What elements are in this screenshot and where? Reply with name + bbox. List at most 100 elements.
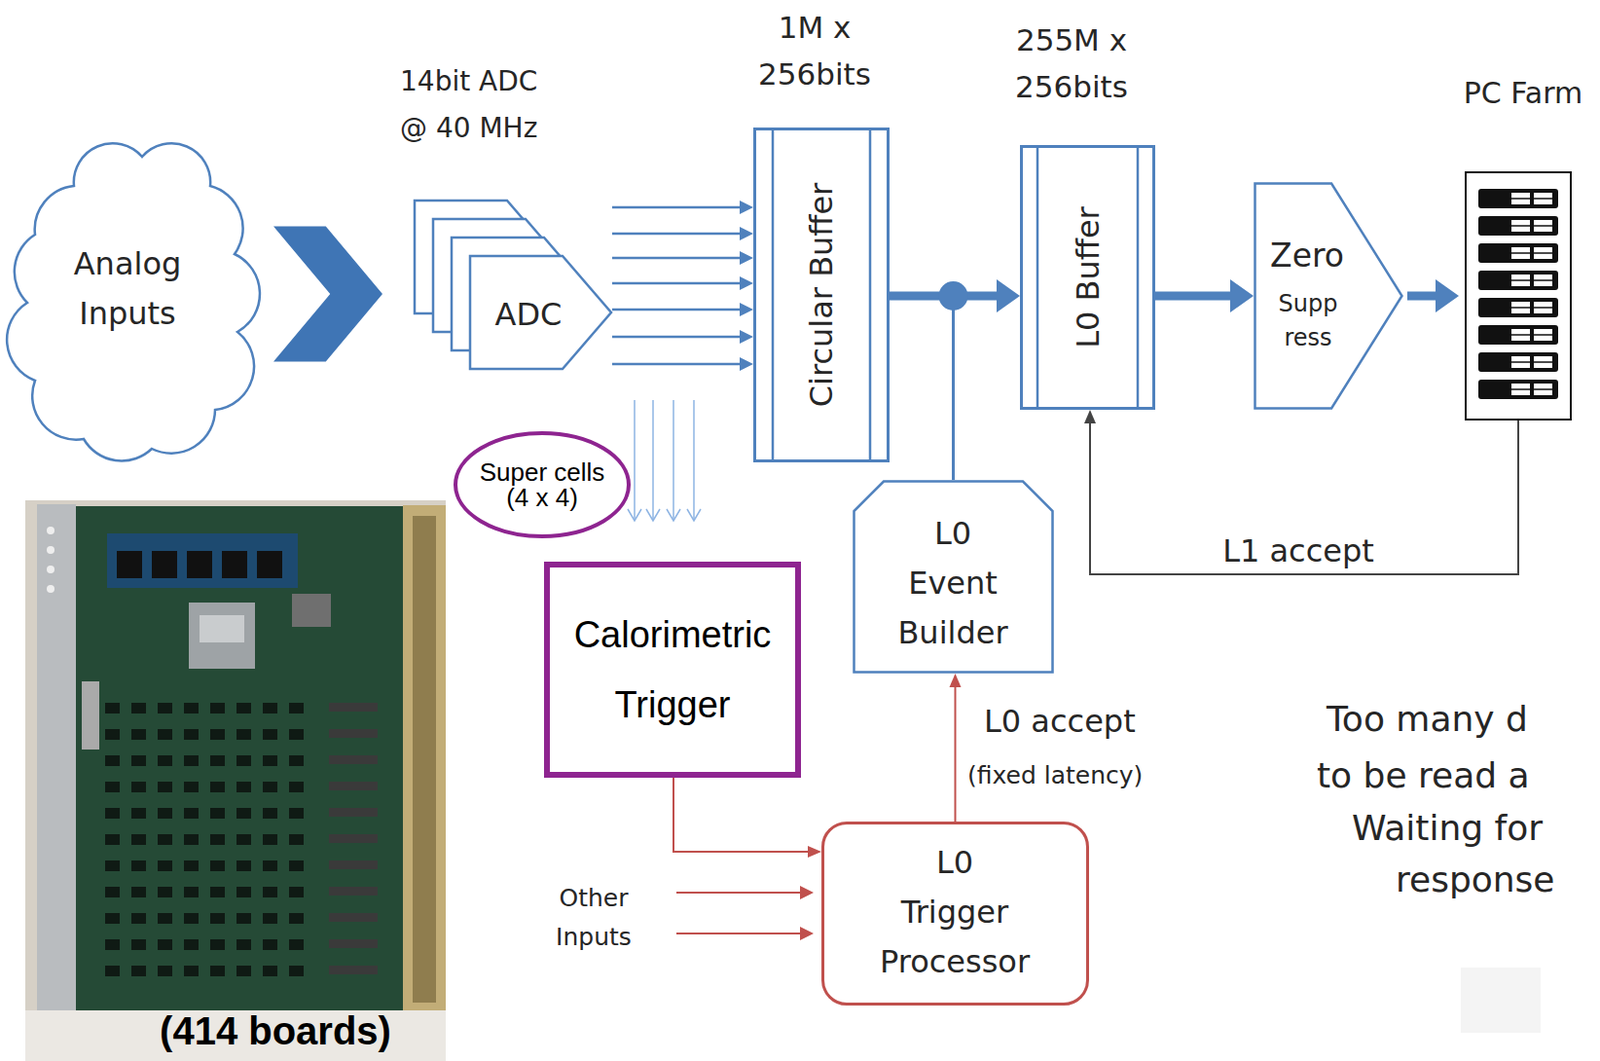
smd-chip [157,755,173,766]
smd-part [328,807,378,817]
smd-chip [289,939,304,950]
server-icon [1478,379,1559,400]
buffer-divider [771,129,775,462]
node-label: L0 Trigger Processor [879,837,1030,988]
fpga-chip [188,602,255,669]
node-label: Super cells (4 x 4) [473,459,611,510]
connector-line [1155,291,1237,301]
bay-line [1511,388,1530,391]
smd-chip [262,728,278,740]
smd-chip [183,912,199,924]
arrow-head [627,509,642,521]
smd-chip [131,834,146,845]
chip-label [199,615,245,643]
annotation-label: Too many d [1326,697,1528,740]
smd-chip [183,886,199,898]
smd-chip [131,912,146,924]
smd-chip [262,860,278,872]
arrow-head [1084,409,1096,424]
smd-chip [131,755,146,766]
smd-chip [105,807,120,819]
node-label: Supp ress [1278,287,1339,356]
thin-arrow [652,400,655,520]
smd-chip [183,781,199,793]
smd-chip [210,781,225,793]
connector-line [612,256,744,260]
smd-chip [210,807,225,819]
arrow-head [1435,279,1459,313]
smd-chip [236,728,252,740]
connector-arrow [889,279,1020,313]
connector-arrow [273,226,383,363]
smd-chip [236,781,252,793]
arrow-head [687,509,701,521]
smd-chip [236,834,252,845]
smd-chip [289,886,304,898]
buffer-outline [755,129,889,462]
buffer-divider [869,129,873,462]
smd-chip [105,834,120,845]
smd-chip [183,728,199,740]
server-rack-outline [1464,171,1572,421]
smd-chip [105,702,120,714]
adc-block: ADC [413,199,613,370]
connector-line [612,363,744,366]
server-icon [1478,325,1559,345]
memory-chip [151,550,178,579]
buffer-divider [1036,146,1040,409]
annotation-label: to be read a [1316,754,1530,797]
annotation-label: 255M x 256bits [991,16,1153,110]
smd-chip [236,860,252,872]
adc-block-outline [413,199,613,370]
bay-line [1533,388,1553,391]
buffer-box: L0 Buffer [1019,145,1156,410]
input-arrow [676,891,804,894]
connector-line [612,282,744,286]
node-label: L0 Event Builder [897,509,1008,659]
adc-outline [470,255,612,369]
supercell-arrows [627,400,701,521]
smd-chip [105,781,120,793]
arrow-head [739,200,754,215]
connector-line [612,232,744,236]
server-bay [1511,301,1530,314]
led [46,545,55,554]
smd-chip [183,965,199,977]
connector-arrow [1407,279,1459,313]
smd-chip [183,860,199,872]
process-box: L0 Event Builder [852,479,1055,674]
connector-line [612,308,744,312]
server-icon [1478,216,1559,236]
smd-chip [105,912,120,924]
server-bay [1511,274,1530,287]
led [46,584,55,593]
server-bay [1511,219,1530,232]
photo-background [25,500,446,1061]
connector-arrow [612,226,754,241]
smd-chip [262,755,278,766]
smd-chip [289,834,304,845]
edge-label: L0 accept [980,702,1140,740]
smd-chip [183,755,199,766]
smd-chip [236,965,252,977]
smd-chip [210,702,225,714]
server-bay [1533,301,1553,314]
smd-chip [262,912,278,924]
bay-line [1511,306,1530,309]
server-bay [1533,192,1553,205]
smd-chip [210,728,225,740]
arrow-head [1230,279,1254,313]
annotation-label: Other Inputs [555,878,632,957]
thin-arrow [692,400,695,520]
smd-part [328,860,378,870]
smd-chip [262,886,278,898]
memory-chip [256,550,283,579]
server-bay [1533,383,1553,396]
arrow-head [807,845,822,858]
smd-chip [289,807,304,819]
connector-arrow [949,673,962,822]
input-arrow [676,932,804,935]
smd-chip [131,781,146,793]
annotation-label: (414 boards) [159,1007,392,1055]
smd-part [328,939,378,948]
